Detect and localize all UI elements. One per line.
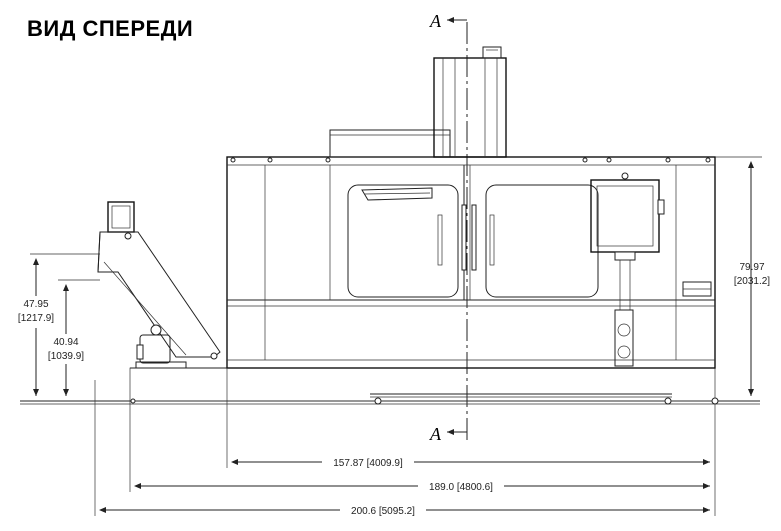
dim-height-left-inner-mm: [1039.9] — [48, 351, 84, 362]
dim-width-mid: 189.0 [4800.6] — [429, 482, 493, 493]
machine-enclosure — [226, 156, 716, 369]
section-label-bottom: A — [429, 424, 442, 444]
dim-height-right-in: 79.97 — [739, 262, 764, 273]
dim-width-inner: 157.87 [4009.9] — [333, 458, 403, 469]
view-title: ВИД СПЕРЕДИ — [27, 16, 194, 41]
control-pendant — [590, 172, 712, 367]
section-line-a-a: A A — [429, 11, 468, 444]
dim-height-right: 79.97 [2031.2] — [715, 156, 770, 396]
dim-height-left: 47.95 [1217.9] 40.94 [1039.9] — [14, 253, 100, 396]
section-label-top: A — [429, 11, 442, 31]
dim-height-left-inner-in: 40.94 — [53, 337, 78, 348]
spindle-column — [329, 46, 507, 158]
dim-height-left-outer-mm: [1217.9] — [18, 313, 54, 324]
dim-height-left-outer-in: 47.95 — [23, 299, 48, 310]
enclosure-doors — [347, 165, 599, 300]
dim-widths: 157.87 [4009.9] 189.0 [4800.6] 200.6 [50… — [94, 368, 716, 517]
dim-width-outer: 200.6 [5095.2] — [351, 506, 415, 517]
floor-base — [20, 367, 760, 405]
dim-height-right-mm: [2031.2] — [734, 276, 770, 287]
chip-conveyor — [97, 201, 221, 369]
